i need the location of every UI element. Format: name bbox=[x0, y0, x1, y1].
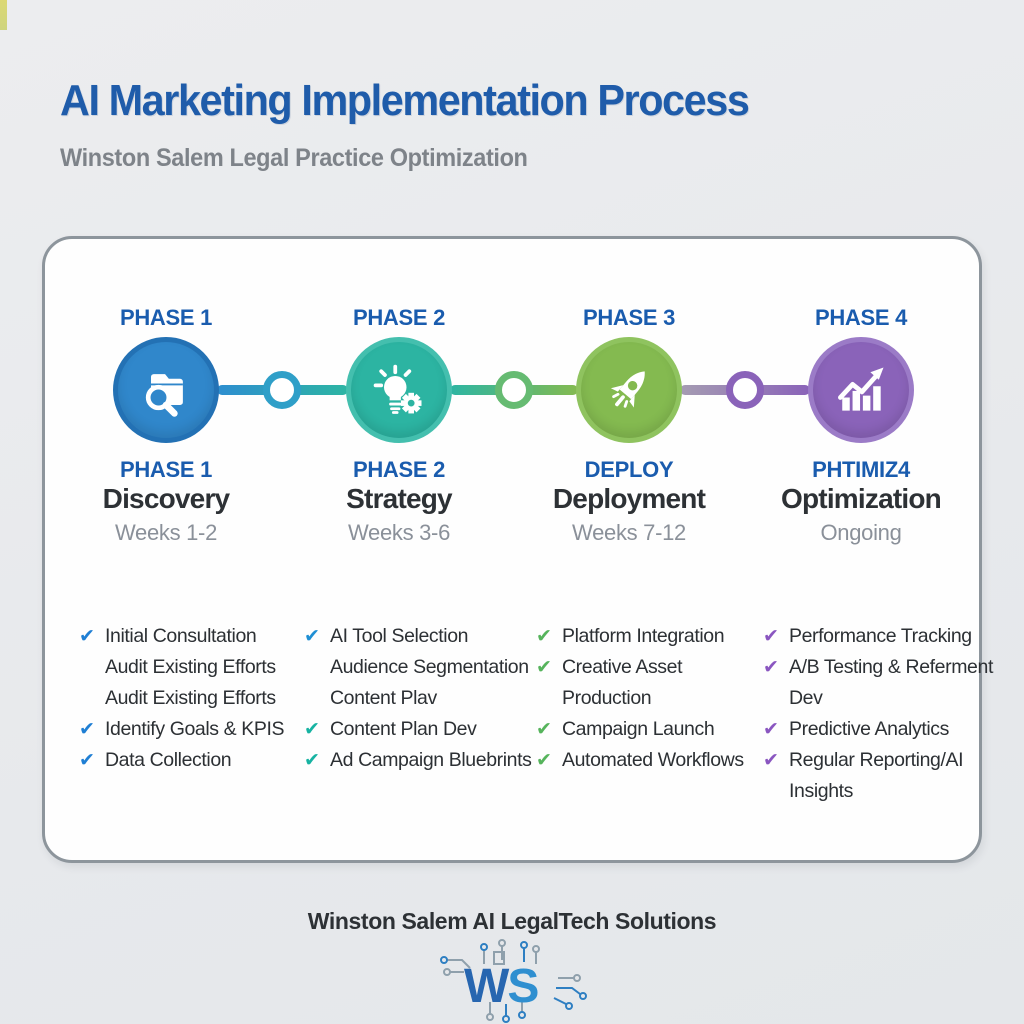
task-row: ✔ Audit Existing Efforts bbox=[79, 657, 311, 677]
task-row: ✔ Campaign Launch bbox=[536, 719, 768, 739]
task-row: ✔ Content Plan Dev bbox=[304, 719, 536, 739]
check-icon: ✔ bbox=[763, 656, 779, 678]
phase3-task-list: ✔ Platform Integration ✔ Creative Asset … bbox=[536, 626, 768, 781]
footer-company: Winston Salem AI LegalTech Solutions bbox=[307, 908, 717, 934]
phase1-circle bbox=[113, 337, 219, 443]
task-row: ✔ Platform Integration bbox=[536, 626, 768, 646]
check-icon: ✔ bbox=[763, 625, 779, 647]
task-text: AI Tool Selection bbox=[330, 625, 469, 647]
phase1-label: PHASE 1 bbox=[119, 457, 213, 482]
check-icon: ✔ bbox=[304, 718, 320, 740]
growth-chart-icon bbox=[838, 367, 884, 411]
task-text: Insights bbox=[789, 780, 854, 802]
task-text: Production bbox=[562, 687, 652, 709]
task-row: ✔ Insights bbox=[763, 781, 995, 801]
task-row: ✔ Dev bbox=[763, 688, 995, 708]
task-row: ✔ Initial Consultation bbox=[79, 626, 311, 646]
lightbulb-gear-icon bbox=[373, 364, 422, 414]
connector-node-2 bbox=[495, 371, 533, 409]
phase4-duration: Ongoing bbox=[820, 520, 902, 545]
task-text: Regular Reporting/AI bbox=[789, 749, 964, 771]
task-text: Performance Tracking bbox=[789, 625, 972, 647]
task-row: ✔ Ad Campaign Bluebrints bbox=[304, 750, 536, 770]
task-text: Dev bbox=[789, 687, 823, 709]
task-text: Ad Campaign Bluebrints bbox=[330, 749, 532, 771]
task-row: ✔ Creative Asset bbox=[536, 657, 768, 677]
check-icon: ✔ bbox=[536, 749, 552, 771]
task-row: ✔ AI Tool Selection bbox=[304, 626, 536, 646]
task-row: ✔ Audit Existing Efforts bbox=[79, 688, 311, 708]
page-title: AI Marketing Implementation Process bbox=[60, 76, 750, 125]
phase4-name: Optimization bbox=[781, 483, 942, 514]
task-text: Predictive Analytics bbox=[789, 718, 949, 740]
corner-artifact bbox=[0, 0, 7, 30]
task-text: Audit Existing Efforts bbox=[105, 656, 276, 678]
phase2-top-label: PHASE 2 bbox=[352, 305, 446, 330]
phase3-label: DEPLOY bbox=[584, 457, 674, 482]
task-text: Campaign Launch bbox=[562, 718, 715, 740]
ws-logo: WS bbox=[440, 939, 587, 1023]
task-row: ✔ Content Plav bbox=[304, 688, 536, 708]
check-icon: ✔ bbox=[536, 718, 552, 740]
process-card: PHASE 1 PHASE 2 PHASE 3 PHASE 4 bbox=[42, 236, 993, 863]
phase2-label: PHASE 2 bbox=[352, 457, 446, 482]
phase3-top-label: PHASE 3 bbox=[582, 305, 676, 330]
task-text: Automated Workflows bbox=[562, 749, 744, 771]
phase4-circle bbox=[808, 337, 914, 443]
connector-node-3 bbox=[726, 371, 764, 409]
task-text: Data Collection bbox=[105, 749, 232, 771]
phase1-name: Discovery bbox=[102, 483, 230, 514]
connector-node-1 bbox=[263, 371, 301, 409]
task-row: ✔ A/B Testing & Referment bbox=[763, 657, 995, 677]
check-icon: ✔ bbox=[79, 625, 95, 647]
check-icon: ✔ bbox=[79, 718, 95, 740]
phase2-task-list: ✔ AI Tool Selection ✔ Audience Segmentat… bbox=[304, 626, 536, 781]
check-icon: ✔ bbox=[79, 749, 95, 771]
task-row: ✔ Production bbox=[536, 688, 768, 708]
check-icon: ✔ bbox=[536, 625, 552, 647]
task-text: Audit Existing Efforts bbox=[105, 687, 276, 709]
task-text: Creative Asset bbox=[562, 656, 683, 678]
check-icon: ✔ bbox=[304, 749, 320, 771]
page-subtitle: Winston Salem Legal Practice Optimizatio… bbox=[60, 144, 528, 172]
task-row: ✔ Predictive Analytics bbox=[763, 719, 995, 739]
task-row: ✔ Performance Tracking bbox=[763, 626, 995, 646]
phase2-name: Strategy bbox=[346, 483, 452, 514]
phase4-top-label: PHASE 4 bbox=[814, 305, 908, 330]
rocket-icon bbox=[610, 371, 645, 408]
phase4-task-list: ✔ Performance Tracking ✔ A/B Testing & R… bbox=[763, 626, 995, 812]
phase2-duration: Weeks 3-6 bbox=[347, 520, 451, 545]
phase3-duration: Weeks 7-12 bbox=[572, 520, 686, 545]
phase3-name: Deployment bbox=[552, 483, 706, 514]
task-row: ✔ Automated Workflows bbox=[536, 750, 768, 770]
folder-search-icon bbox=[145, 374, 183, 417]
task-row: ✔ Identify Goals & KPIS bbox=[79, 719, 311, 739]
phase1-top-label: PHASE 1 bbox=[119, 305, 213, 330]
logo-letter-s: S bbox=[507, 960, 538, 1013]
check-icon: ✔ bbox=[536, 656, 552, 678]
check-icon: ✔ bbox=[304, 625, 320, 647]
svg-text:WS: WS bbox=[464, 960, 538, 1013]
task-row: ✔ Regular Reporting/AI bbox=[763, 750, 995, 770]
task-text: Content Plav bbox=[330, 687, 437, 709]
task-text: Identify Goals & KPIS bbox=[105, 718, 285, 740]
task-text: Audience Segmentation bbox=[330, 656, 529, 678]
phase1-task-list: ✔ Initial Consultation ✔ Audit Existing … bbox=[79, 626, 311, 781]
task-text: A/B Testing & Referment bbox=[789, 656, 993, 678]
task-row: ✔ Audience Segmentation bbox=[304, 657, 536, 677]
phase1-duration: Weeks 1-2 bbox=[114, 520, 218, 545]
task-text: Platform Integration bbox=[562, 625, 725, 647]
task-text: Initial Consultation bbox=[105, 625, 257, 647]
task-row: ✔ Data Collection bbox=[79, 750, 311, 770]
check-icon: ✔ bbox=[763, 718, 779, 740]
check-icon: ✔ bbox=[763, 749, 779, 771]
phase2-circle bbox=[346, 337, 452, 443]
logo-letter-w: W bbox=[464, 960, 510, 1013]
phase3-circle bbox=[576, 337, 682, 443]
task-text: Content Plan Dev bbox=[330, 718, 477, 740]
phase4-label: PHTIMIZ4 bbox=[812, 457, 910, 482]
